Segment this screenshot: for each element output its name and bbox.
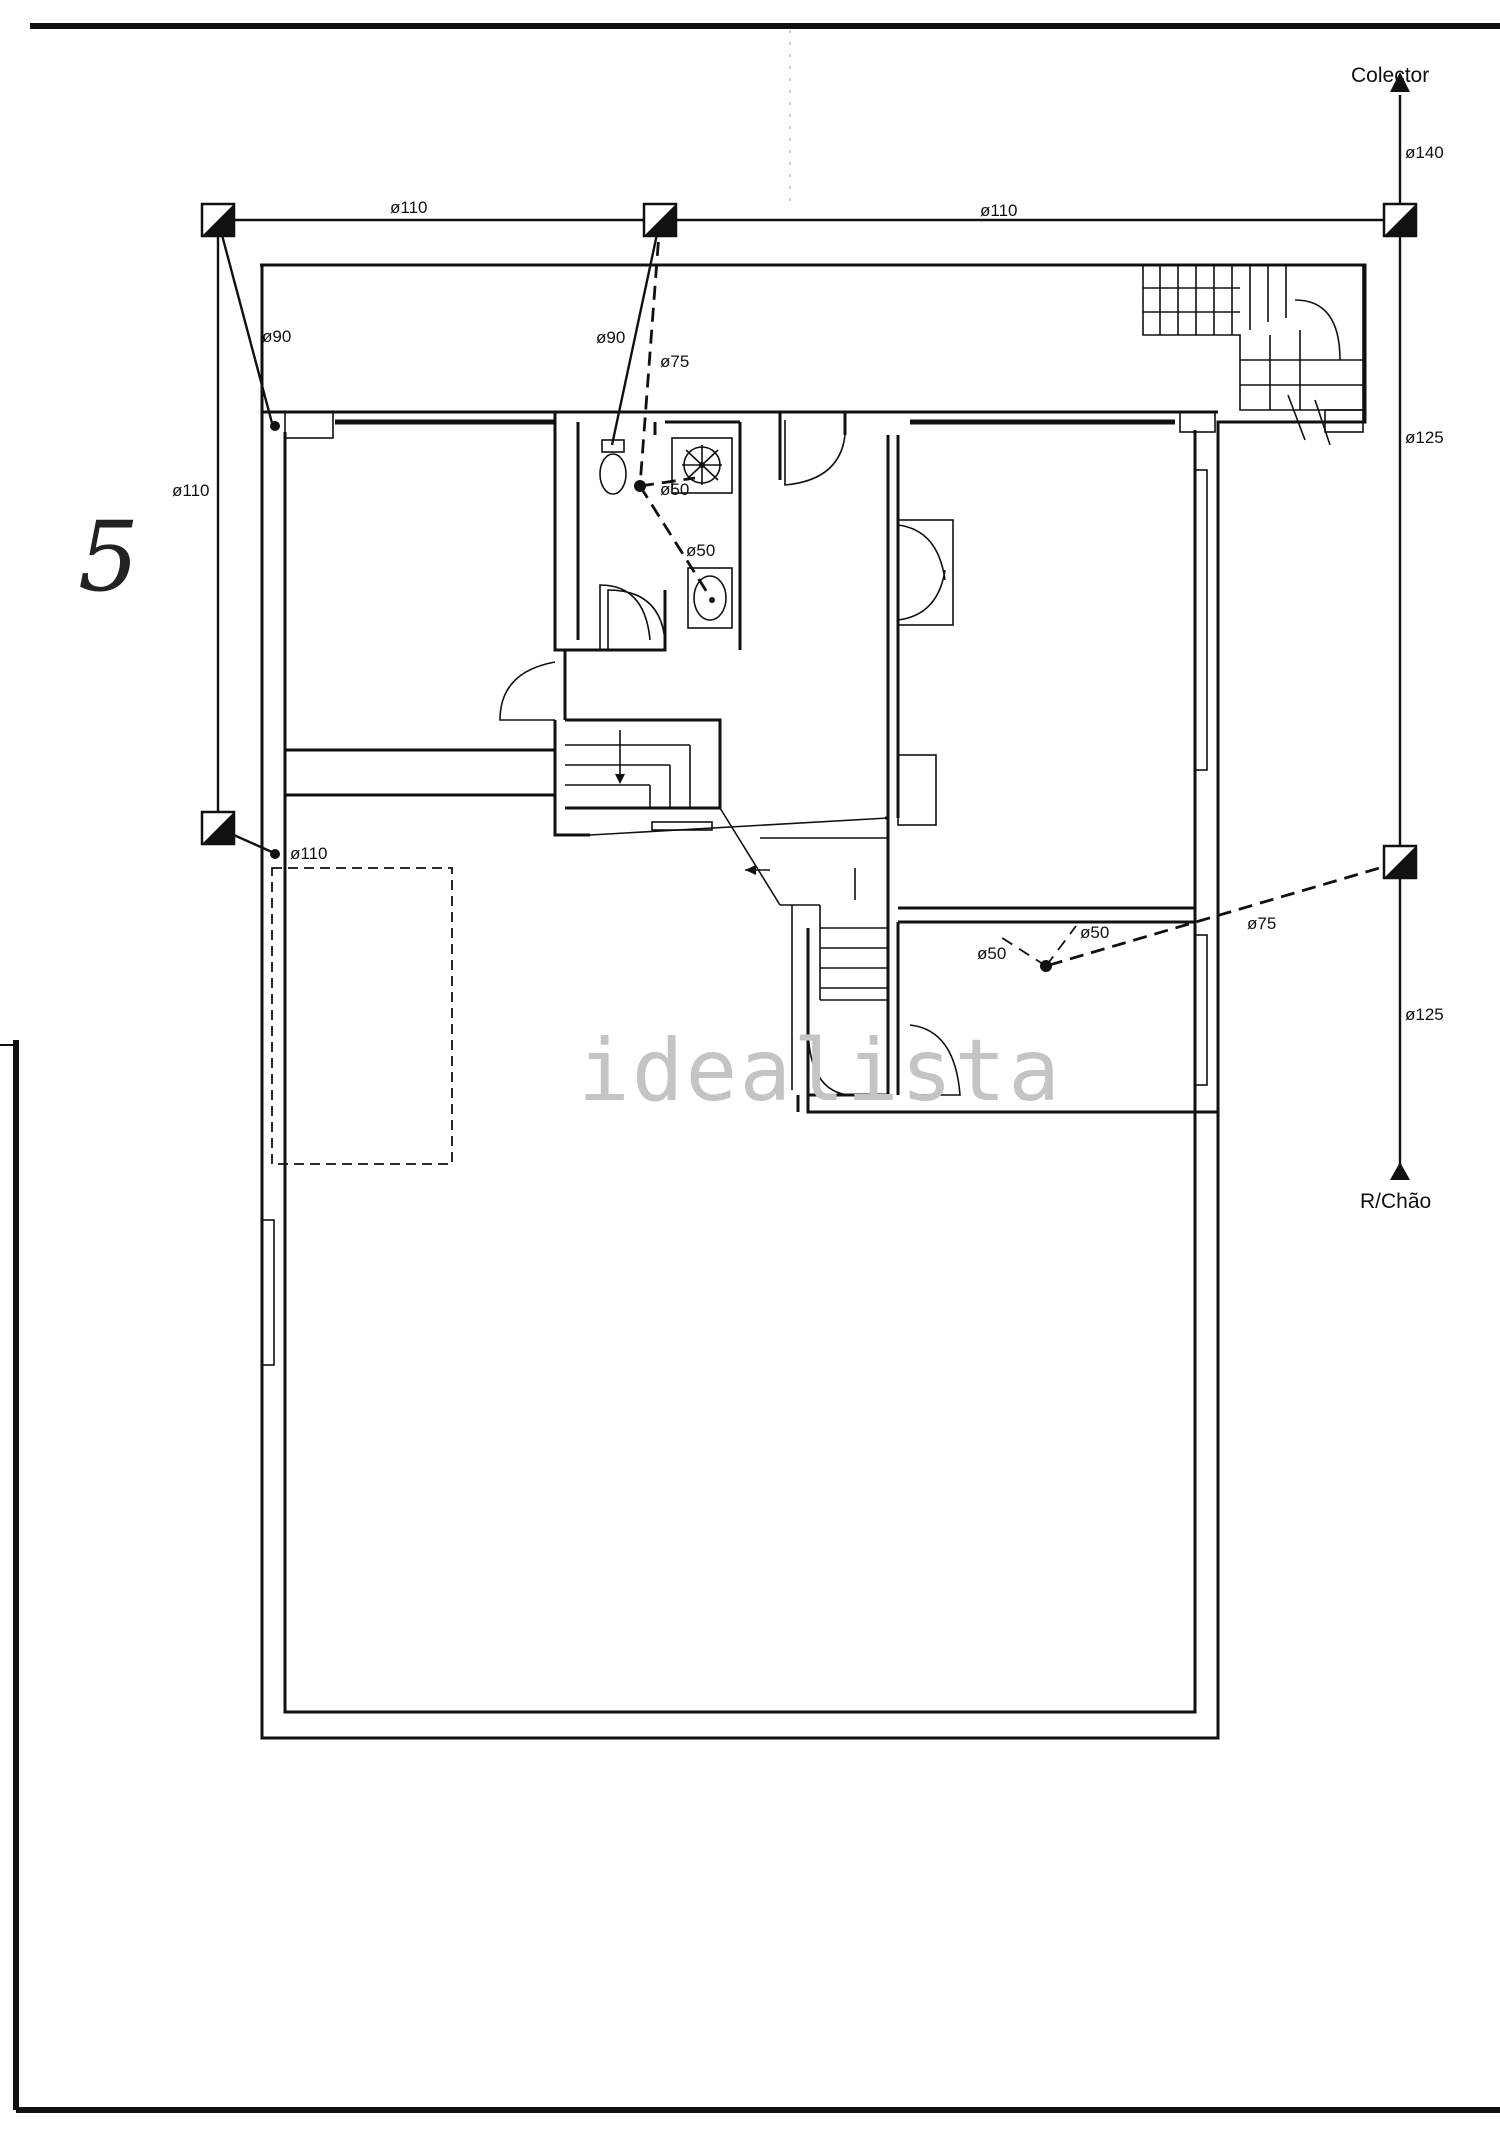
sheet-border (0, 23, 1500, 2113)
drain-points (270, 421, 1052, 972)
pipe-label-lower-b: ø50 (1080, 923, 1109, 942)
building-walls (260, 263, 1367, 1740)
pipe-label-right-upper: ø125 (1405, 428, 1444, 447)
toilet-icon (599, 439, 627, 495)
drainage-branches-dashed (638, 219, 1401, 968)
pipe-label-top-left: ø110 (390, 198, 428, 217)
internal-staircase (565, 730, 888, 1090)
pipe-label-left-vertical: ø110 (172, 481, 210, 500)
pipe-label-right-lower: ø125 (1405, 1005, 1444, 1024)
wash-basin-icon (687, 567, 733, 629)
pipe-label-lower-a: ø50 (977, 944, 1006, 963)
chamber-top-right (1382, 202, 1418, 238)
exterior-staircase (1142, 265, 1364, 446)
inspection-chambers (200, 202, 1418, 880)
doors (499, 420, 961, 1096)
shower-tray-icon (671, 437, 733, 494)
pipe-label-top-right: ø110 (980, 201, 1018, 220)
pipe-label-diag-left: ø90 (262, 327, 291, 346)
pipe-label-bottom-left: ø110 (290, 844, 328, 863)
arrow-up-icon (1390, 1162, 1410, 1180)
pipe-label-basin: ø50 (686, 541, 715, 560)
watermark: idealista (578, 1021, 1062, 1121)
terrace-outline (271, 867, 453, 1165)
sanitary-fixtures (599, 437, 733, 650)
collector-label: Colector (1351, 64, 1429, 87)
arrow-up-icon (1390, 72, 1410, 92)
chamber-top-mid (642, 202, 678, 238)
pipe-label-lower-branch: ø75 (1247, 914, 1276, 933)
pipe-label-collector: ø140 (1405, 143, 1444, 162)
chamber-top-left (200, 202, 236, 238)
pipe-label-diag-mid: ø90 (596, 328, 625, 347)
pipe-labels: Colector R/Chão ø110 ø110 ø110 ø90 ø90 ø… (172, 64, 1444, 1213)
drainage-network (216, 95, 1402, 1165)
pipe-label-dashed-mid: ø75 (660, 352, 689, 371)
pipe-label-shower: ø50 (660, 480, 689, 499)
chamber-bottom-left (200, 810, 236, 846)
chamber-right-mid (1382, 844, 1418, 880)
sheet-number: 5 (78, 501, 139, 613)
ground-floor-label: R/Chão (1360, 1190, 1431, 1213)
